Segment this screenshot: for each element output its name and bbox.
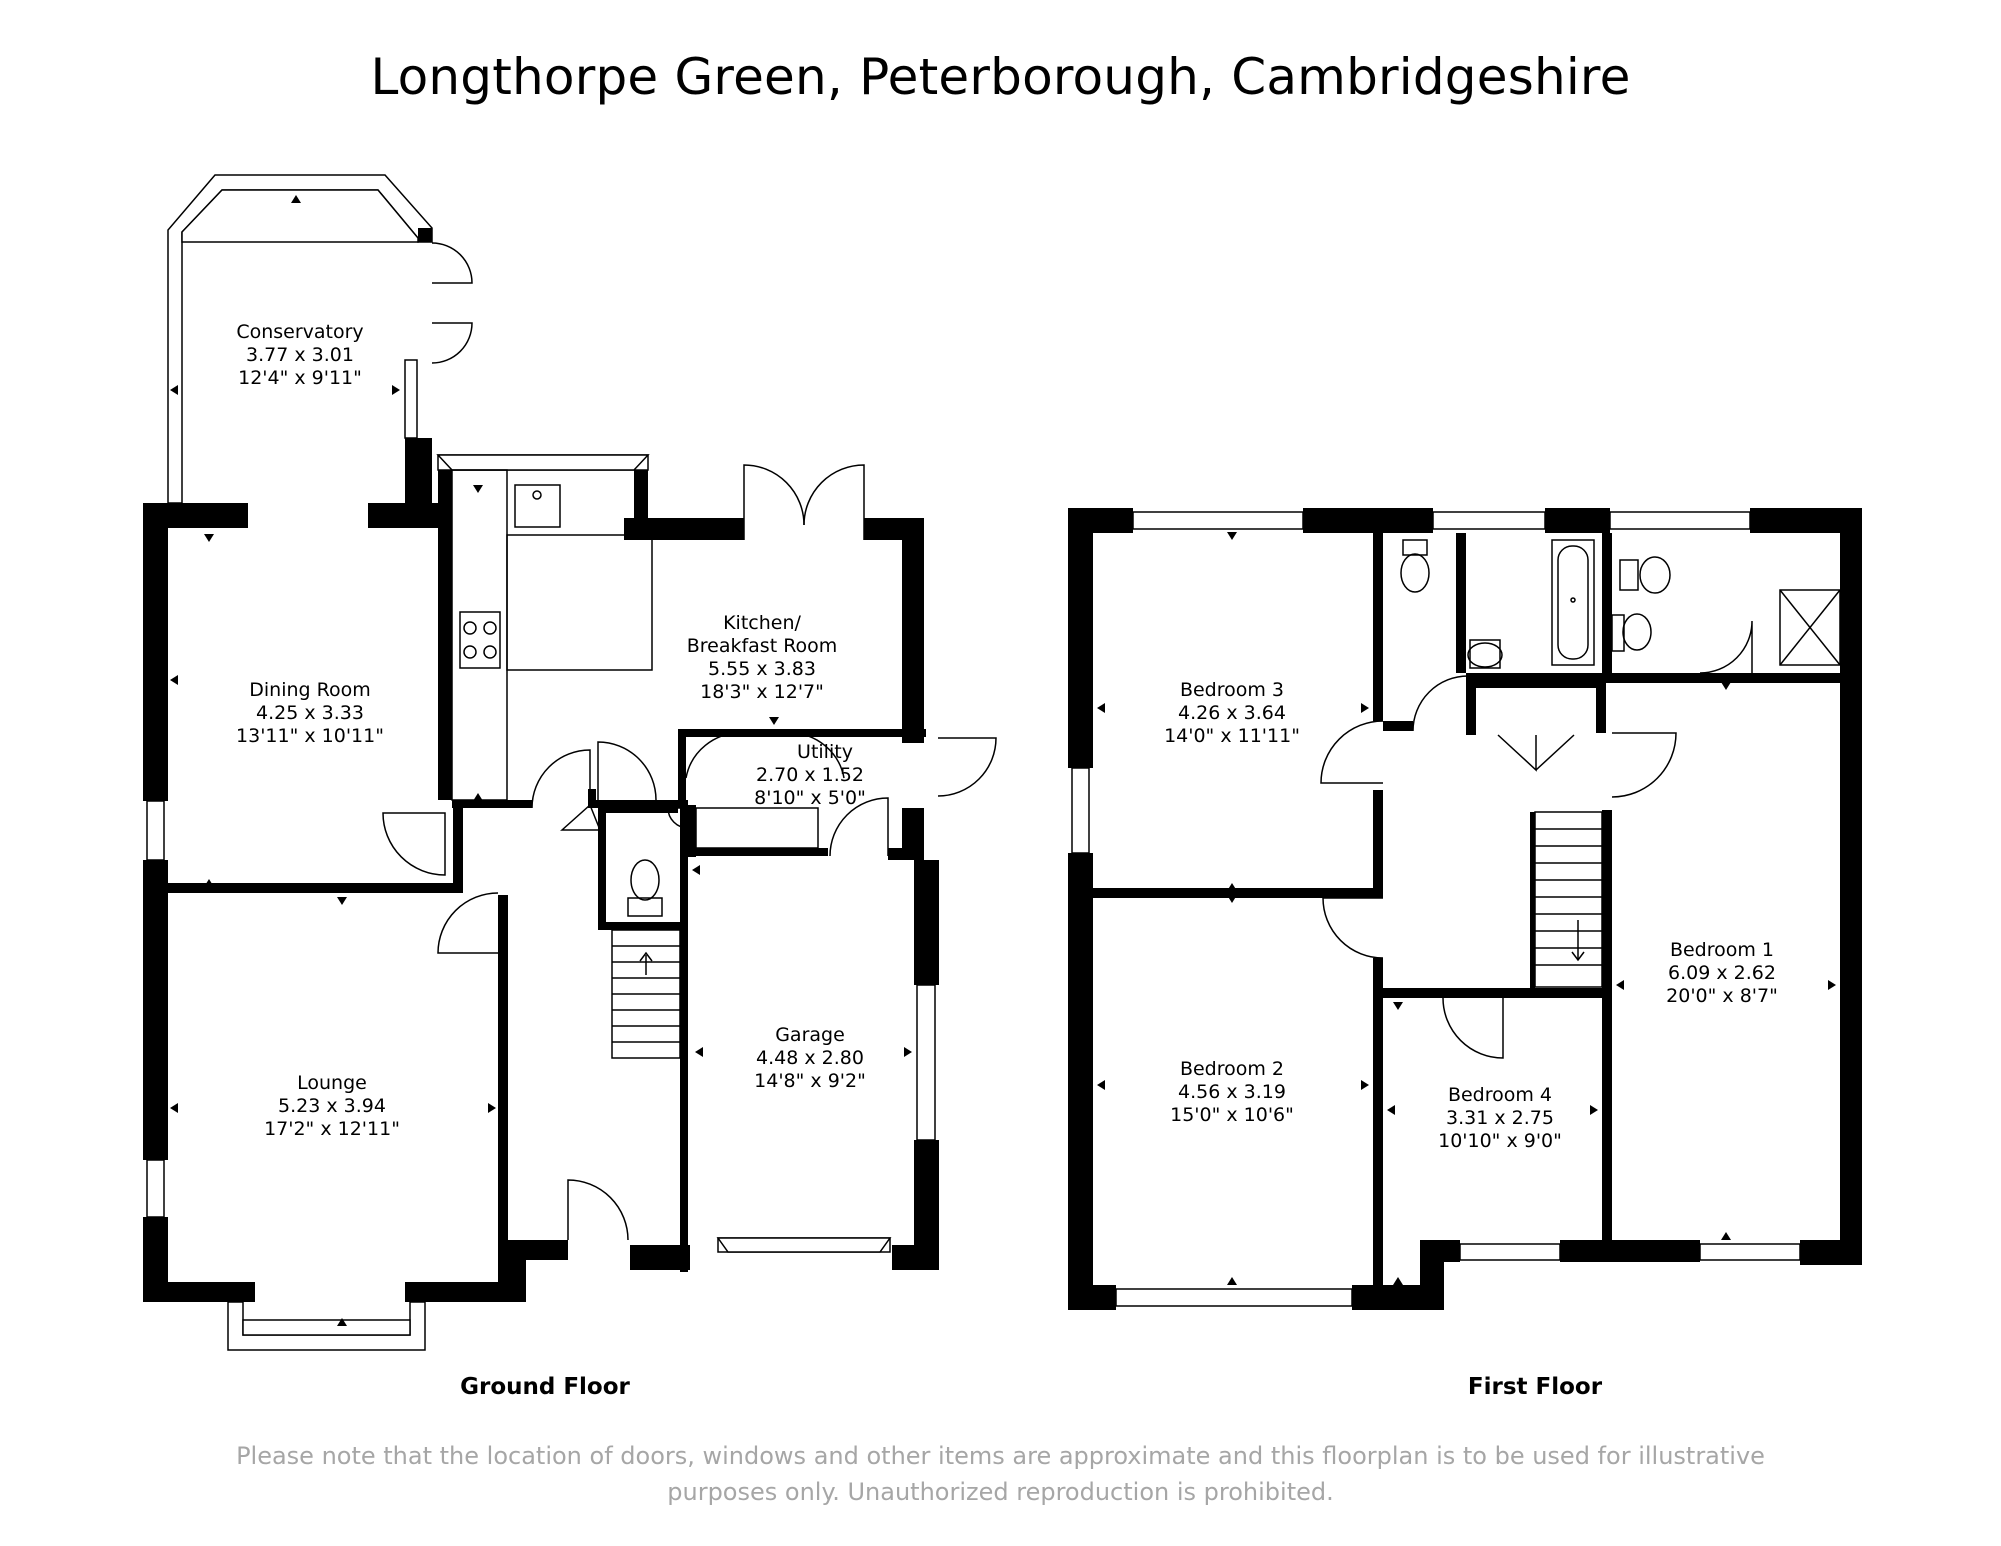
room-metric-utility: 2.70 x 1.52 (756, 764, 864, 786)
room-imperial-utility: 8'10" x 5'0" (754, 787, 866, 809)
room-imperial-dining-room: 13'11" x 10'11" (236, 725, 384, 747)
floor-label-first: First Floor (1468, 1374, 1603, 1400)
conservatory-outline (167, 174, 473, 504)
disclaimer-line-2: purposes only. Unauthorized reproduction… (667, 1478, 1334, 1506)
room-name-bedroom-4: Bedroom 4 (1448, 1084, 1552, 1106)
room-metric-lounge: 5.23 x 3.94 (278, 1095, 386, 1117)
ground-floor-stairs (611, 929, 681, 1059)
room-name-garage: Garage (775, 1024, 845, 1046)
ground-floor-plan (143, 174, 997, 1351)
room-metric-kitchen: 5.55 x 3.83 (708, 658, 816, 680)
room-imperial-conservatory: 12'4" x 9'11" (238, 367, 362, 389)
room-metric-bedroom-4: 3.31 x 2.75 (1446, 1107, 1554, 1129)
room-metric-conservatory: 3.77 x 3.01 (246, 344, 354, 366)
disclaimer-text: Please note that the location of doors, … (150, 1438, 1851, 1510)
room-metric-bedroom-1: 6.09 x 2.62 (1668, 962, 1776, 984)
room-metric-garage: 4.48 x 2.80 (756, 1047, 864, 1069)
room-name-lounge: Lounge (297, 1072, 367, 1094)
room-imperial-lounge: 17'2" x 12'11" (264, 1118, 400, 1140)
room-imperial-bedroom-3: 14'0" x 11'11" (1164, 725, 1300, 747)
room-name-conservatory: Conservatory (236, 321, 363, 343)
room-name-bedroom-3: Bedroom 3 (1180, 679, 1284, 701)
room-imperial-bedroom-1: 20'0" x 8'7" (1666, 985, 1778, 1007)
room-name-utility: Utility (797, 741, 853, 763)
floor-label-ground: Ground Floor (460, 1374, 630, 1400)
room-imperial-bedroom-2: 15'0" x 10'6" (1170, 1104, 1294, 1126)
room-imperial-bedroom-4: 10'10" x 9'0" (1438, 1130, 1562, 1152)
room-labels: Conservatory 3.77 x 3.01 12'4" x 9'11" D… (236, 321, 1778, 1400)
room-name-dining-room: Dining Room (249, 679, 370, 701)
room-name-bedroom-2: Bedroom 2 (1180, 1058, 1284, 1080)
room-metric-bedroom-2: 4.56 x 3.19 (1178, 1081, 1286, 1103)
window-markers (170, 195, 1836, 1326)
page-title: Longthorpe Green, Peterborough, Cambridg… (370, 48, 1631, 106)
room-name-bedroom-1: Bedroom 1 (1670, 939, 1774, 961)
room-imperial-garage: 14'8" x 9'2" (754, 1070, 866, 1092)
room-name2-kitchen: Breakfast Room (687, 635, 838, 657)
room-metric-bedroom-3: 4.26 x 3.64 (1178, 702, 1286, 724)
room-name-kitchen: Kitchen/ (723, 612, 801, 634)
disclaimer-line-1: Please note that the location of doors, … (236, 1442, 1765, 1470)
room-metric-dining-room: 4.25 x 3.33 (256, 702, 364, 724)
room-imperial-kitchen: 18'3" x 12'7" (700, 681, 824, 703)
first-floor-plan (1068, 508, 1862, 1310)
